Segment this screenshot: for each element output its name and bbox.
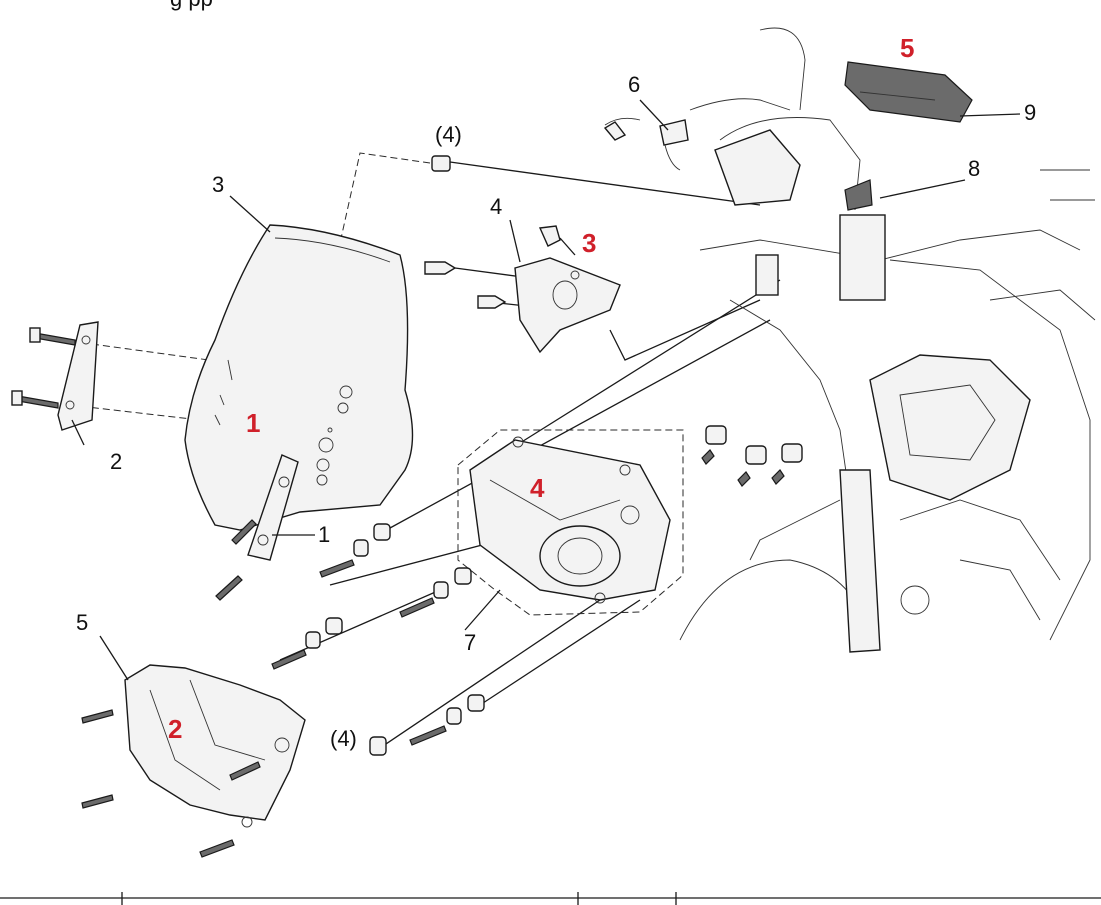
callout-3: 3 xyxy=(212,172,225,197)
windscreen xyxy=(184,224,414,531)
lower-mount-bracket xyxy=(215,454,299,601)
headlight-assembly xyxy=(469,436,671,604)
callout-4-bottom: (4) xyxy=(330,726,357,751)
left-mount-bracket xyxy=(11,321,99,431)
spacers-and-clips xyxy=(424,155,561,309)
callout-1: 1 xyxy=(318,522,331,547)
header-cutoff-text: g pp xyxy=(170,0,213,10)
callout-2: 2 xyxy=(110,449,123,474)
assembly-leader-lines xyxy=(69,152,781,749)
callout-4-top: (4) xyxy=(435,122,462,147)
callout-9: 9 xyxy=(1024,100,1037,125)
callout-7: 7 xyxy=(464,630,477,655)
marker-3: 3 xyxy=(582,228,597,258)
grommets xyxy=(701,425,803,487)
callout-leaders xyxy=(71,99,1021,681)
marker-2: 2 xyxy=(168,714,183,744)
wire-harness xyxy=(603,98,791,171)
callout-4: 4 xyxy=(490,194,503,219)
motorcycle-frame xyxy=(679,27,1096,653)
headlight-cover-small xyxy=(514,257,621,354)
callout-8: 8 xyxy=(968,156,981,181)
callout-5: 5 xyxy=(76,610,89,635)
front-cowl xyxy=(81,664,306,858)
fastener-stacks xyxy=(271,523,485,756)
marker-1: 1 xyxy=(246,408,261,438)
marker-4: 4 xyxy=(530,473,545,503)
marker-5: 5 xyxy=(900,33,915,63)
bottom-rule xyxy=(0,892,1101,905)
callout-6: 6 xyxy=(628,72,641,97)
instrument-meter xyxy=(844,61,973,123)
